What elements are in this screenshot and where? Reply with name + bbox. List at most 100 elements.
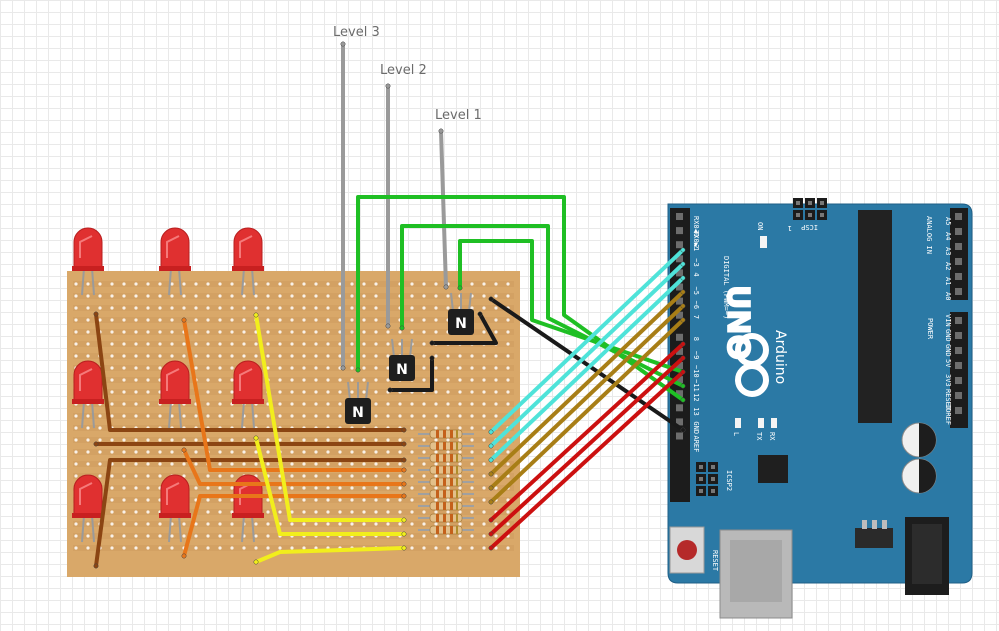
level-2-wire-end-b xyxy=(385,323,391,329)
stripboard-hole xyxy=(254,414,258,418)
stripboard-hole xyxy=(182,438,186,442)
stripboard-hole xyxy=(290,486,294,490)
stripboard-hole xyxy=(278,354,282,358)
cyan-wire-2-end-a xyxy=(488,443,494,449)
stripboard-hole xyxy=(362,486,366,490)
stripboard-hole xyxy=(422,378,426,382)
stripboard-hole xyxy=(230,546,234,550)
stripboard-hole xyxy=(398,474,402,478)
stripboard-hole xyxy=(278,282,282,286)
stripboard-hole xyxy=(422,330,426,334)
digital-pin-label: ~11 xyxy=(692,379,700,392)
stripboard-hole xyxy=(194,522,198,526)
power-pin-label: RESET xyxy=(944,389,952,411)
arduino-brand-text: Arduino xyxy=(772,330,788,384)
stripboard-hole xyxy=(74,294,78,298)
stripboard-hole xyxy=(242,462,246,466)
stripboard-hole xyxy=(506,318,510,322)
arduino-board xyxy=(667,203,973,584)
stripboard-hole xyxy=(362,462,366,466)
stripboard-hole xyxy=(170,462,174,466)
stripboard-hole xyxy=(122,510,126,514)
stripboard-hole xyxy=(290,474,294,478)
olive-wire-3-end-a xyxy=(488,499,494,505)
orange-wire-row3 xyxy=(182,494,406,558)
stripboard-hole xyxy=(374,498,378,502)
orange-wire-row3-end-a xyxy=(181,553,187,559)
black-wire-t2-end-b xyxy=(429,355,435,361)
stripboard-hole xyxy=(194,354,198,358)
stripboard-hole xyxy=(302,378,306,382)
red-wire-1-end-b xyxy=(680,341,686,347)
stripboard-hole xyxy=(314,354,318,358)
stripboard-hole xyxy=(302,402,306,406)
stripboard-hole xyxy=(146,462,150,466)
stripboard-hole xyxy=(218,534,222,538)
stripboard-hole xyxy=(218,462,222,466)
stripboard-hole xyxy=(122,294,126,298)
resistor-band-gold xyxy=(456,430,458,438)
stripboard-hole xyxy=(314,438,318,442)
stripboard-hole xyxy=(254,522,258,526)
level-3-label: Level 3 xyxy=(333,25,380,40)
stripboard-hole xyxy=(446,306,450,310)
analog-pin xyxy=(955,243,962,250)
stripboard-hole xyxy=(482,354,486,358)
led-leg xyxy=(251,400,255,429)
green-wire-level2-end-b xyxy=(680,383,686,389)
digital-pin xyxy=(676,297,683,305)
stripboard-hole xyxy=(482,510,486,514)
led-rim xyxy=(72,266,104,271)
stripboard-hole xyxy=(314,510,318,514)
stripboard-hole xyxy=(86,522,90,526)
stripboard-hole xyxy=(314,450,318,454)
stripboard-hole xyxy=(494,294,498,298)
stripboard-hole xyxy=(98,294,102,298)
regulator-pin xyxy=(872,520,877,529)
stripboard-hole xyxy=(254,450,258,454)
stripboard-hole xyxy=(314,474,318,478)
stripboard-hole xyxy=(446,414,450,418)
black-wire-t2 xyxy=(388,356,434,392)
led-leg xyxy=(251,267,255,296)
stripboard-hole xyxy=(338,510,342,514)
stripboard-hole xyxy=(482,450,486,454)
stripboard-hole xyxy=(422,366,426,370)
stripboard-hole xyxy=(470,486,474,490)
stripboard-hole xyxy=(278,510,282,514)
stripboard-hole xyxy=(314,462,318,466)
stripboard-hole xyxy=(494,354,498,358)
stripboard-hole xyxy=(146,342,150,346)
brown-wire-row3 xyxy=(94,458,406,568)
transistor-leg xyxy=(409,338,413,358)
stripboard-hole xyxy=(410,546,414,550)
stripboard-hole xyxy=(134,498,138,502)
olive-wire-3-end-b xyxy=(680,317,686,323)
stripboard-hole xyxy=(350,450,354,454)
red-led xyxy=(73,360,103,404)
stripboard-hole xyxy=(458,354,462,358)
analog-header xyxy=(950,208,968,300)
stripboard-hole xyxy=(134,318,138,322)
stripboard-hole xyxy=(74,450,78,454)
cyan-wire-1-end-a xyxy=(488,429,494,435)
stripboard-hole xyxy=(290,546,294,550)
stripboard-hole xyxy=(122,390,126,394)
stripboard-hole xyxy=(326,294,330,298)
stripboard-hole xyxy=(494,390,498,394)
stripboard-hole xyxy=(374,414,378,418)
stripboard-hole xyxy=(422,438,426,442)
stripboard-hole xyxy=(278,438,282,442)
stripboard-hole xyxy=(278,318,282,322)
stripboard-hole xyxy=(182,474,186,478)
stripboard-hole xyxy=(74,414,78,418)
stripboard-hole xyxy=(266,342,270,346)
stripboard-hole xyxy=(86,306,90,310)
stripboard-hole xyxy=(410,318,414,322)
stripboard-hole xyxy=(266,294,270,298)
stripboard-hole xyxy=(458,366,462,370)
transistor-mark: N xyxy=(352,405,364,421)
stripboard-hole xyxy=(434,354,438,358)
stripboard-hole xyxy=(218,342,222,346)
stripboard-hole xyxy=(158,414,162,418)
